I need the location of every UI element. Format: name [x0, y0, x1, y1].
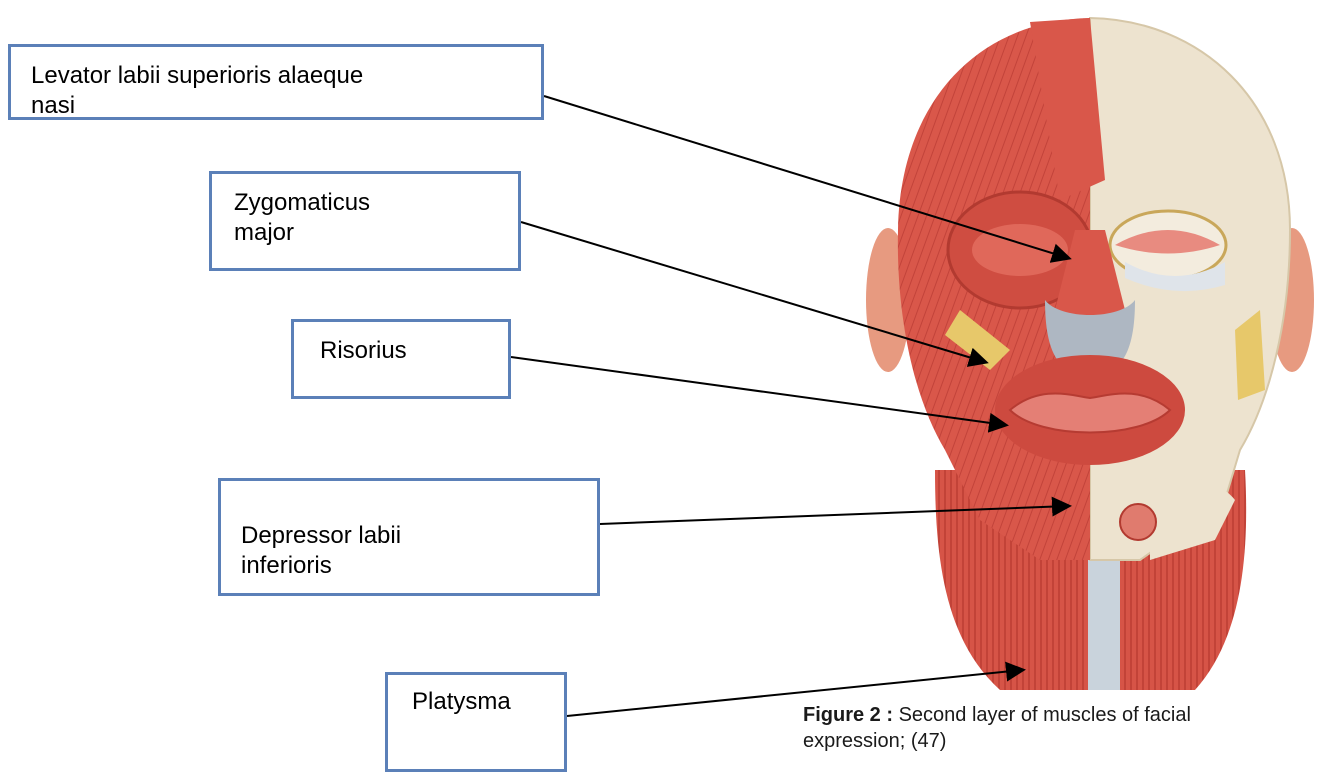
label-depressor-labii: Depressor labii inferioris	[218, 478, 600, 596]
figure-caption: Figure 2 : Second layer of muscles of fa…	[803, 702, 1335, 754]
label-platysma: Platysma	[385, 672, 567, 772]
label-risorius: Risorius	[291, 319, 511, 399]
caption-figure-id: Figure 2 :	[803, 704, 893, 726]
caption-text-line2: expression; (47)	[803, 728, 1335, 754]
label-levator-labii: Levator labii superioris alaeque nasi	[8, 44, 544, 120]
caption-text-line1: Second layer of muscles of facial	[893, 704, 1191, 726]
label-zygomaticus-major: Zygomaticus major	[209, 171, 521, 271]
